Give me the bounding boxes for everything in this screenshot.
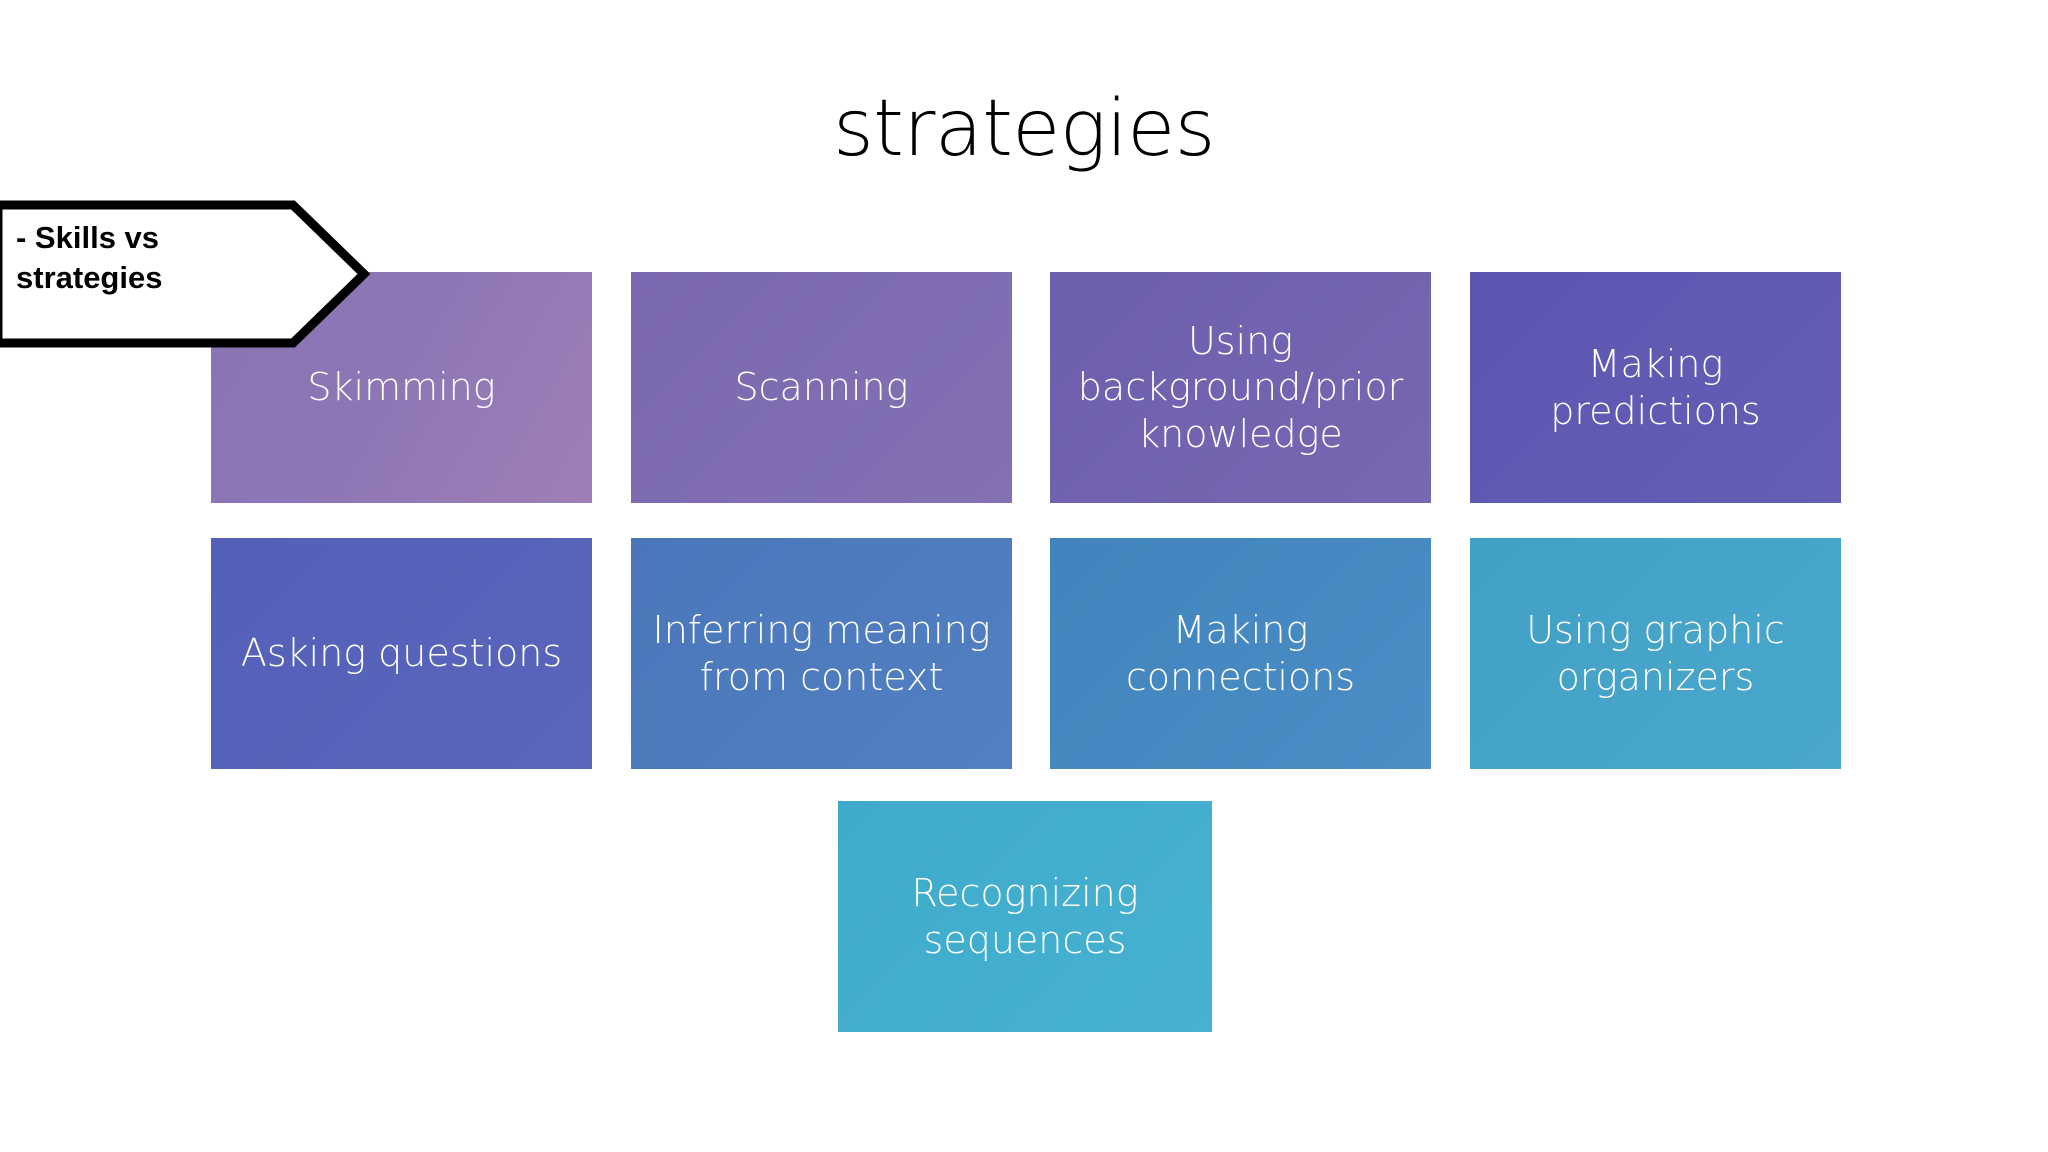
strategy-box-recognizing-sequences[interactable]: Recognizing sequences [838, 801, 1212, 1032]
strategy-box-inferring-meaning[interactable]: Inferring meaning from context [631, 538, 1012, 769]
strategy-label: Recognizing sequences [911, 871, 1139, 962]
strategy-box-asking-questions[interactable]: Asking questions [211, 538, 592, 769]
strategy-label: Using graphic organizers [1526, 608, 1785, 699]
strategy-box-graphic-organizers[interactable]: Using graphic organizers [1470, 538, 1841, 769]
page-title: strategies [833, 84, 1215, 174]
callout-arrow-shape [0, 200, 371, 348]
strategy-label: Using background/prior knowledge [1077, 318, 1404, 456]
strategy-box-making-predictions[interactable]: Making predictions [1470, 272, 1841, 503]
strategy-label: Asking questions [240, 631, 563, 676]
strategy-label: Making predictions [1550, 342, 1761, 433]
strategy-label: Making connections [1125, 608, 1356, 699]
strategy-label: Inferring meaning from context [652, 608, 991, 699]
strategy-box-making-connections[interactable]: Making connections [1050, 538, 1431, 769]
strategy-box-scanning[interactable]: Scanning [631, 272, 1012, 503]
skills-vs-strategies-callout[interactable]: - Skills vs strategies [0, 200, 394, 348]
strategy-box-background-prior-knowledge[interactable]: Using background/prior knowledge [1050, 272, 1431, 503]
strategy-label: Skimming [307, 365, 496, 410]
strategy-label: Scanning [734, 365, 909, 410]
callout-label: - Skills vs strategies [16, 220, 163, 295]
